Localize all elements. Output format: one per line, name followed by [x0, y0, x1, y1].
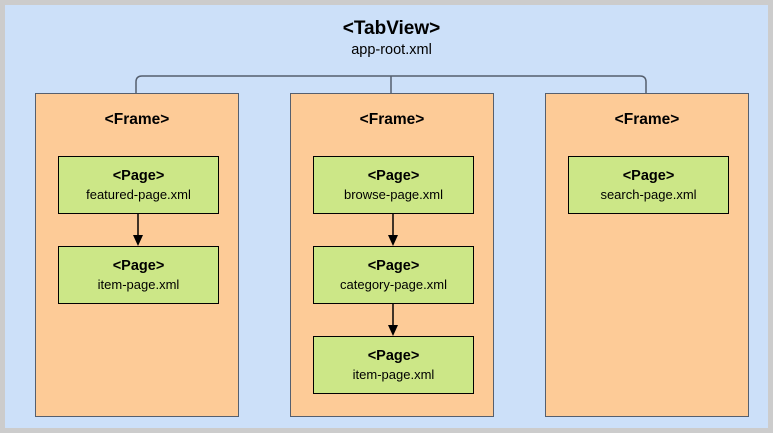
page-tag-0-1: <Page>: [112, 257, 165, 274]
page-tag-0-0: <Page>: [112, 167, 165, 184]
arrow-head-1-0: [388, 235, 398, 246]
root-node-file: app-root.xml: [351, 42, 432, 58]
frame-label-1: <Frame>: [359, 111, 425, 128]
page-tag-2-0: <Page>: [622, 167, 675, 184]
page-box-0-0[interactable]: <Page> featured-page.xml: [58, 156, 219, 214]
page-file-1-0: browse-page.xml: [344, 186, 443, 202]
root-node-tag: <TabView>: [342, 18, 441, 39]
frame-column-0[interactable]: <Frame> <Page> featured-page.xml <Page> …: [35, 93, 239, 417]
page-tag-1-0: <Page>: [367, 167, 420, 184]
arrow-head-0-0: [133, 235, 143, 246]
page-box-1-2[interactable]: <Page> item-page.xml: [313, 336, 474, 394]
page-box-1-0[interactable]: <Page> browse-page.xml: [313, 156, 474, 214]
page-box-0-1[interactable]: <Page> item-page.xml: [58, 246, 219, 304]
frame-label-2: <Frame>: [614, 111, 680, 128]
root-node-tabview: <TabView> app-root.xml: [5, 18, 768, 58]
page-file-0-0: featured-page.xml: [86, 186, 191, 202]
page-tag-1-1: <Page>: [367, 257, 420, 274]
page-box-2-0[interactable]: <Page> search-page.xml: [568, 156, 729, 214]
page-file-0-1: item-page.xml: [97, 276, 180, 292]
arrow-head-1-1: [388, 325, 398, 336]
frame-column-2[interactable]: <Frame> <Page> search-page.xml: [545, 93, 749, 417]
page-file-1-1: category-page.xml: [340, 276, 447, 292]
page-file-2-0: search-page.xml: [600, 186, 697, 202]
connector-bus-path: [135, 75, 647, 93]
frame-label-0: <Frame>: [104, 111, 170, 128]
page-tag-1-2: <Page>: [367, 347, 420, 364]
page-box-1-1[interactable]: <Page> category-page.xml: [313, 246, 474, 304]
frame-column-1[interactable]: <Frame> <Page> browse-page.xml <Page> ca…: [290, 93, 494, 417]
page-file-1-2: item-page.xml: [352, 366, 435, 382]
